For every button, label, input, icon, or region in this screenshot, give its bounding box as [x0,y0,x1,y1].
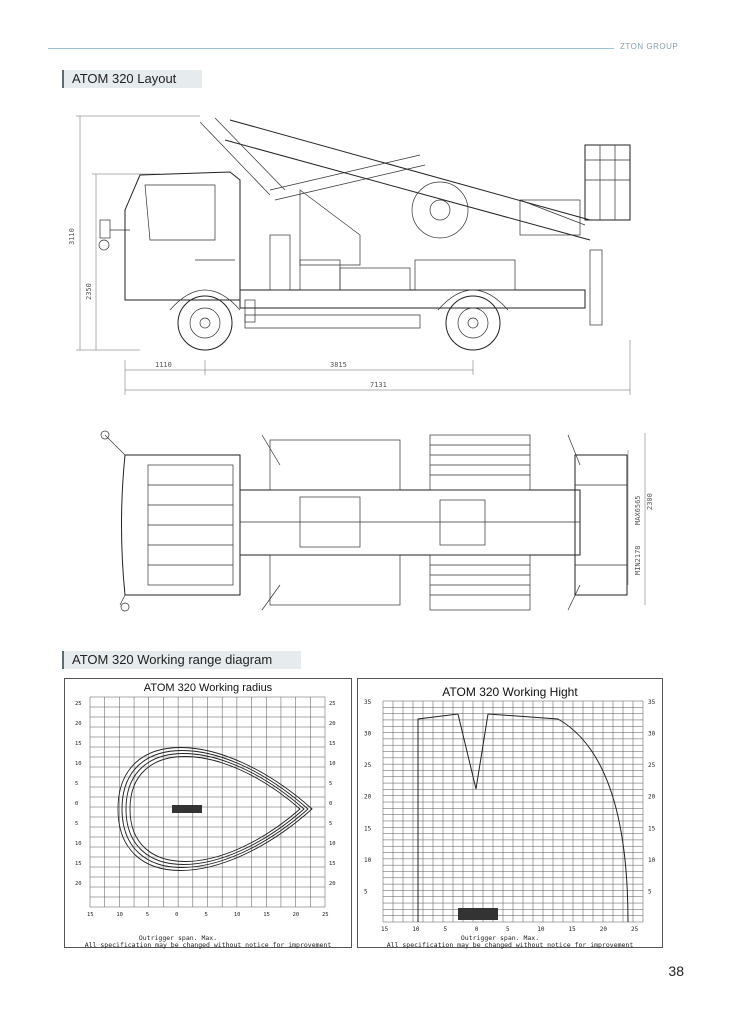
radius-y-tick-right: 10 [329,841,336,847]
svg-text:7131: 7131 [370,381,387,389]
height-y-tick-left: 35 [364,699,372,706]
working-radius-chart: ATOM 320 Working radius 25 25 20 20 15 15 10 10… [64,678,352,949]
section-title-range: ATOM 320 Working range diagram [62,651,301,669]
height-x-tick: 20 [600,926,608,933]
height-caption-2: All specification may be changed without… [386,941,634,949]
radius-x-tick: 20 [293,912,300,918]
header-rule [48,48,614,49]
radius-chart-title: ATOM 320 Working radius [143,682,273,694]
working-height-chart: ATOM 320 Working Hight 35 35 30 30 25 25 20 20 1… [357,678,663,949]
radius-grid: 25 25 20 20 15 15 10 10 5 5 0 0 5 5 10 10 15 15 20 20 15 10 5 0… [75,696,336,918]
radius-y-tick-right: 25 [329,701,336,707]
radius-envelope [129,756,301,862]
height-y-tick-right: 35 [648,699,656,706]
radius-y-tick-left: 15 [75,741,82,747]
truck-icon [172,805,202,813]
truck-icon [458,908,498,920]
radius-x-tick: 0 [175,912,178,918]
radius-y-tick-left: 20 [75,881,82,887]
svg-text:MAX6565: MAX6565 [634,495,642,525]
radius-y-tick-right: 20 [329,721,336,727]
height-y-tick-right: 15 [648,825,656,832]
radius-y-tick-left: 5 [75,781,78,787]
radius-y-tick-left: 5 [75,821,78,827]
dim-2350: 2350 [85,283,93,300]
height-y-tick-left: 10 [364,857,372,864]
height-y-tick-right: 30 [648,731,656,738]
radius-y-tick-left: 10 [75,761,82,767]
height-y-tick-right: 5 [648,888,652,895]
svg-text:2300: 2300 [646,493,654,510]
height-y-tick-left: 5 [364,888,368,895]
height-grid: 35 35 30 30 25 25 20 20 15 15 10 10 5 5 15 10 5 0 5 10 15 20 2… [364,699,656,933]
height-x-tick: 5 [506,926,510,933]
radius-y-tick-right: 0 [329,801,332,807]
radius-y-tick-left: 20 [75,721,82,727]
radius-y-tick-left: 25 [75,701,82,707]
dim-3110: 3110 [68,228,76,245]
brand-label: ZTON GROUP [620,42,679,51]
radius-x-tick: 25 [322,912,329,918]
radius-envelope [117,747,313,871]
height-y-tick-left: 25 [364,762,372,769]
height-y-tick-left: 20 [364,794,372,801]
page-number: 38 [668,963,684,979]
svg-text:3815: 3815 [330,361,347,369]
radius-y-tick-right: 20 [329,881,336,887]
height-x-tick: 10 [537,926,545,933]
height-y-tick-right: 10 [648,857,656,864]
radius-y-tick-left: 15 [75,861,82,867]
radius-x-tick: 15 [87,912,94,918]
radius-y-tick-left: 10 [75,841,82,847]
height-y-tick-left: 30 [364,731,372,738]
radius-y-tick-right: 10 [329,761,336,767]
radius-x-tick: 10 [234,912,241,918]
radius-y-tick-left: 0 [75,801,78,807]
height-x-tick: 10 [412,926,420,933]
height-x-tick: 25 [631,926,639,933]
radius-envelope [121,750,309,868]
truck-top-view: MAX6565 2300 MIN2178 [100,430,654,612]
section-title-layout: ATOM 320 Layout [62,70,202,88]
height-y-tick-right: 25 [648,762,656,769]
height-envelope [417,713,629,923]
height-chart-title: ATOM 320 Working Hight [442,685,578,699]
height-x-tick: 15 [569,926,577,933]
radius-x-tick: 10 [116,912,123,918]
radius-x-tick: 5 [205,912,208,918]
radius-x-tick: 15 [263,912,270,918]
radius-envelope [125,753,305,865]
height-x-tick: 0 [475,926,479,933]
radius-y-tick-right: 5 [329,821,332,827]
radius-caption-2: All specification may be changed without… [84,941,332,949]
radius-x-tick: 5 [146,912,149,918]
height-x-tick: 15 [381,926,389,933]
svg-text:1110: 1110 [155,361,172,369]
height-x-tick: 5 [444,926,448,933]
svg-text:MIN2178: MIN2178 [634,545,642,575]
radius-y-tick-right: 15 [329,741,336,747]
radius-y-tick-right: 5 [329,781,332,787]
height-y-tick-left: 15 [364,825,372,832]
radius-y-tick-right: 15 [329,861,336,867]
truck-side-view: 3110 2350 1110 3815 7131 3110 [68,115,631,395]
height-y-tick-right: 20 [648,794,656,801]
radius-caption-1: Outrigger span. Max. [138,934,218,942]
height-caption-1: Outrigger span. Max. [460,934,540,942]
